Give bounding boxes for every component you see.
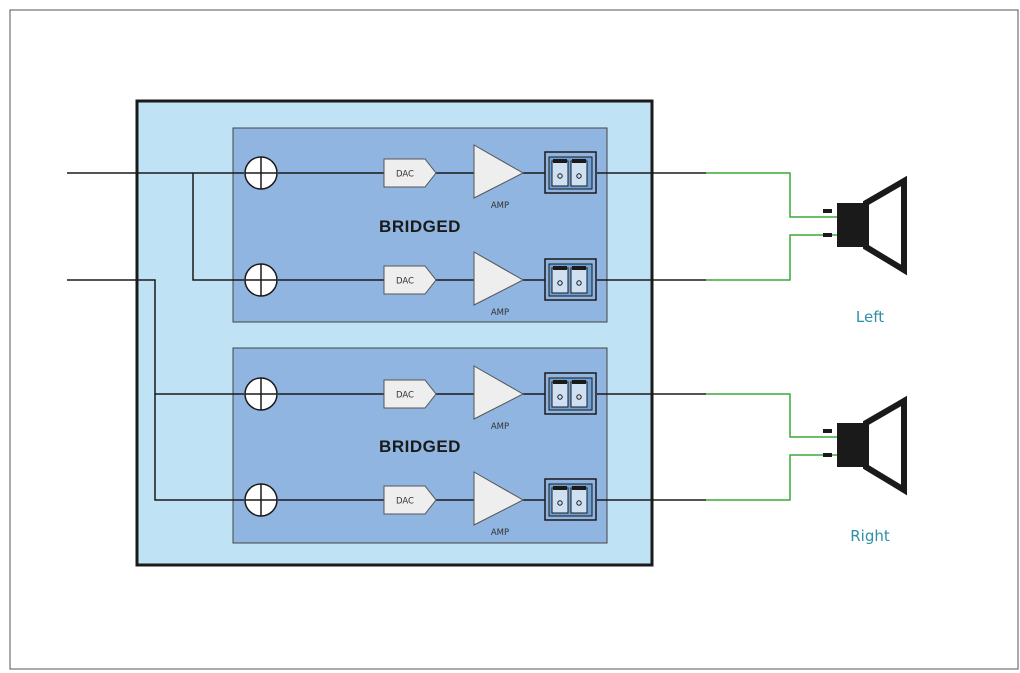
signal-row: DAC AMP (244, 251, 597, 318)
dac-label: DAC (396, 170, 414, 180)
signal-row: DAC AMP (244, 144, 597, 211)
summing-junction-icon (244, 156, 278, 190)
amp-label: AMP (491, 422, 509, 432)
speaker-icon (823, 395, 907, 496)
summing-junction-icon (244, 377, 278, 411)
amp-label: AMP (491, 528, 509, 538)
speaker-wiring (597, 172, 840, 501)
summing-junction-icon (244, 483, 278, 517)
terminal-connector-icon (544, 478, 597, 521)
amplifier-icon: AMP (473, 144, 525, 211)
dac-icon: DAC (383, 158, 437, 188)
dac-label: DAC (396, 277, 414, 287)
amp-label: AMP (491, 201, 509, 211)
amplifier-icon: AMP (473, 365, 525, 432)
input-wiring (67, 172, 244, 501)
signal-row: DAC AMP (244, 471, 597, 538)
dac-label: DAC (396, 497, 414, 507)
terminal-connector-icon (544, 151, 597, 194)
speaker-label-right: Right (850, 527, 890, 545)
signal-row: DAC AMP (244, 365, 597, 432)
dac-icon: DAC (383, 265, 437, 295)
signal-rows: DAC AMP DAC AMP DAC AMP DAC AMP (244, 144, 597, 538)
amp-label: AMP (491, 308, 509, 318)
dac-label: DAC (396, 391, 414, 401)
speaker-icon (823, 175, 907, 276)
dac-icon: DAC (383, 379, 437, 409)
terminal-connector-icon (544, 372, 597, 415)
speaker-label-left: Left (856, 308, 884, 326)
bridged-label-1: BRIDGED (379, 217, 461, 236)
summing-junction-icon (244, 263, 278, 297)
terminal-connector-icon (544, 258, 597, 301)
bridged-label-2: BRIDGED (379, 437, 461, 456)
amplifier-icon: AMP (473, 251, 525, 318)
dac-icon: DAC (383, 485, 437, 515)
amplifier-icon: AMP (473, 471, 525, 538)
